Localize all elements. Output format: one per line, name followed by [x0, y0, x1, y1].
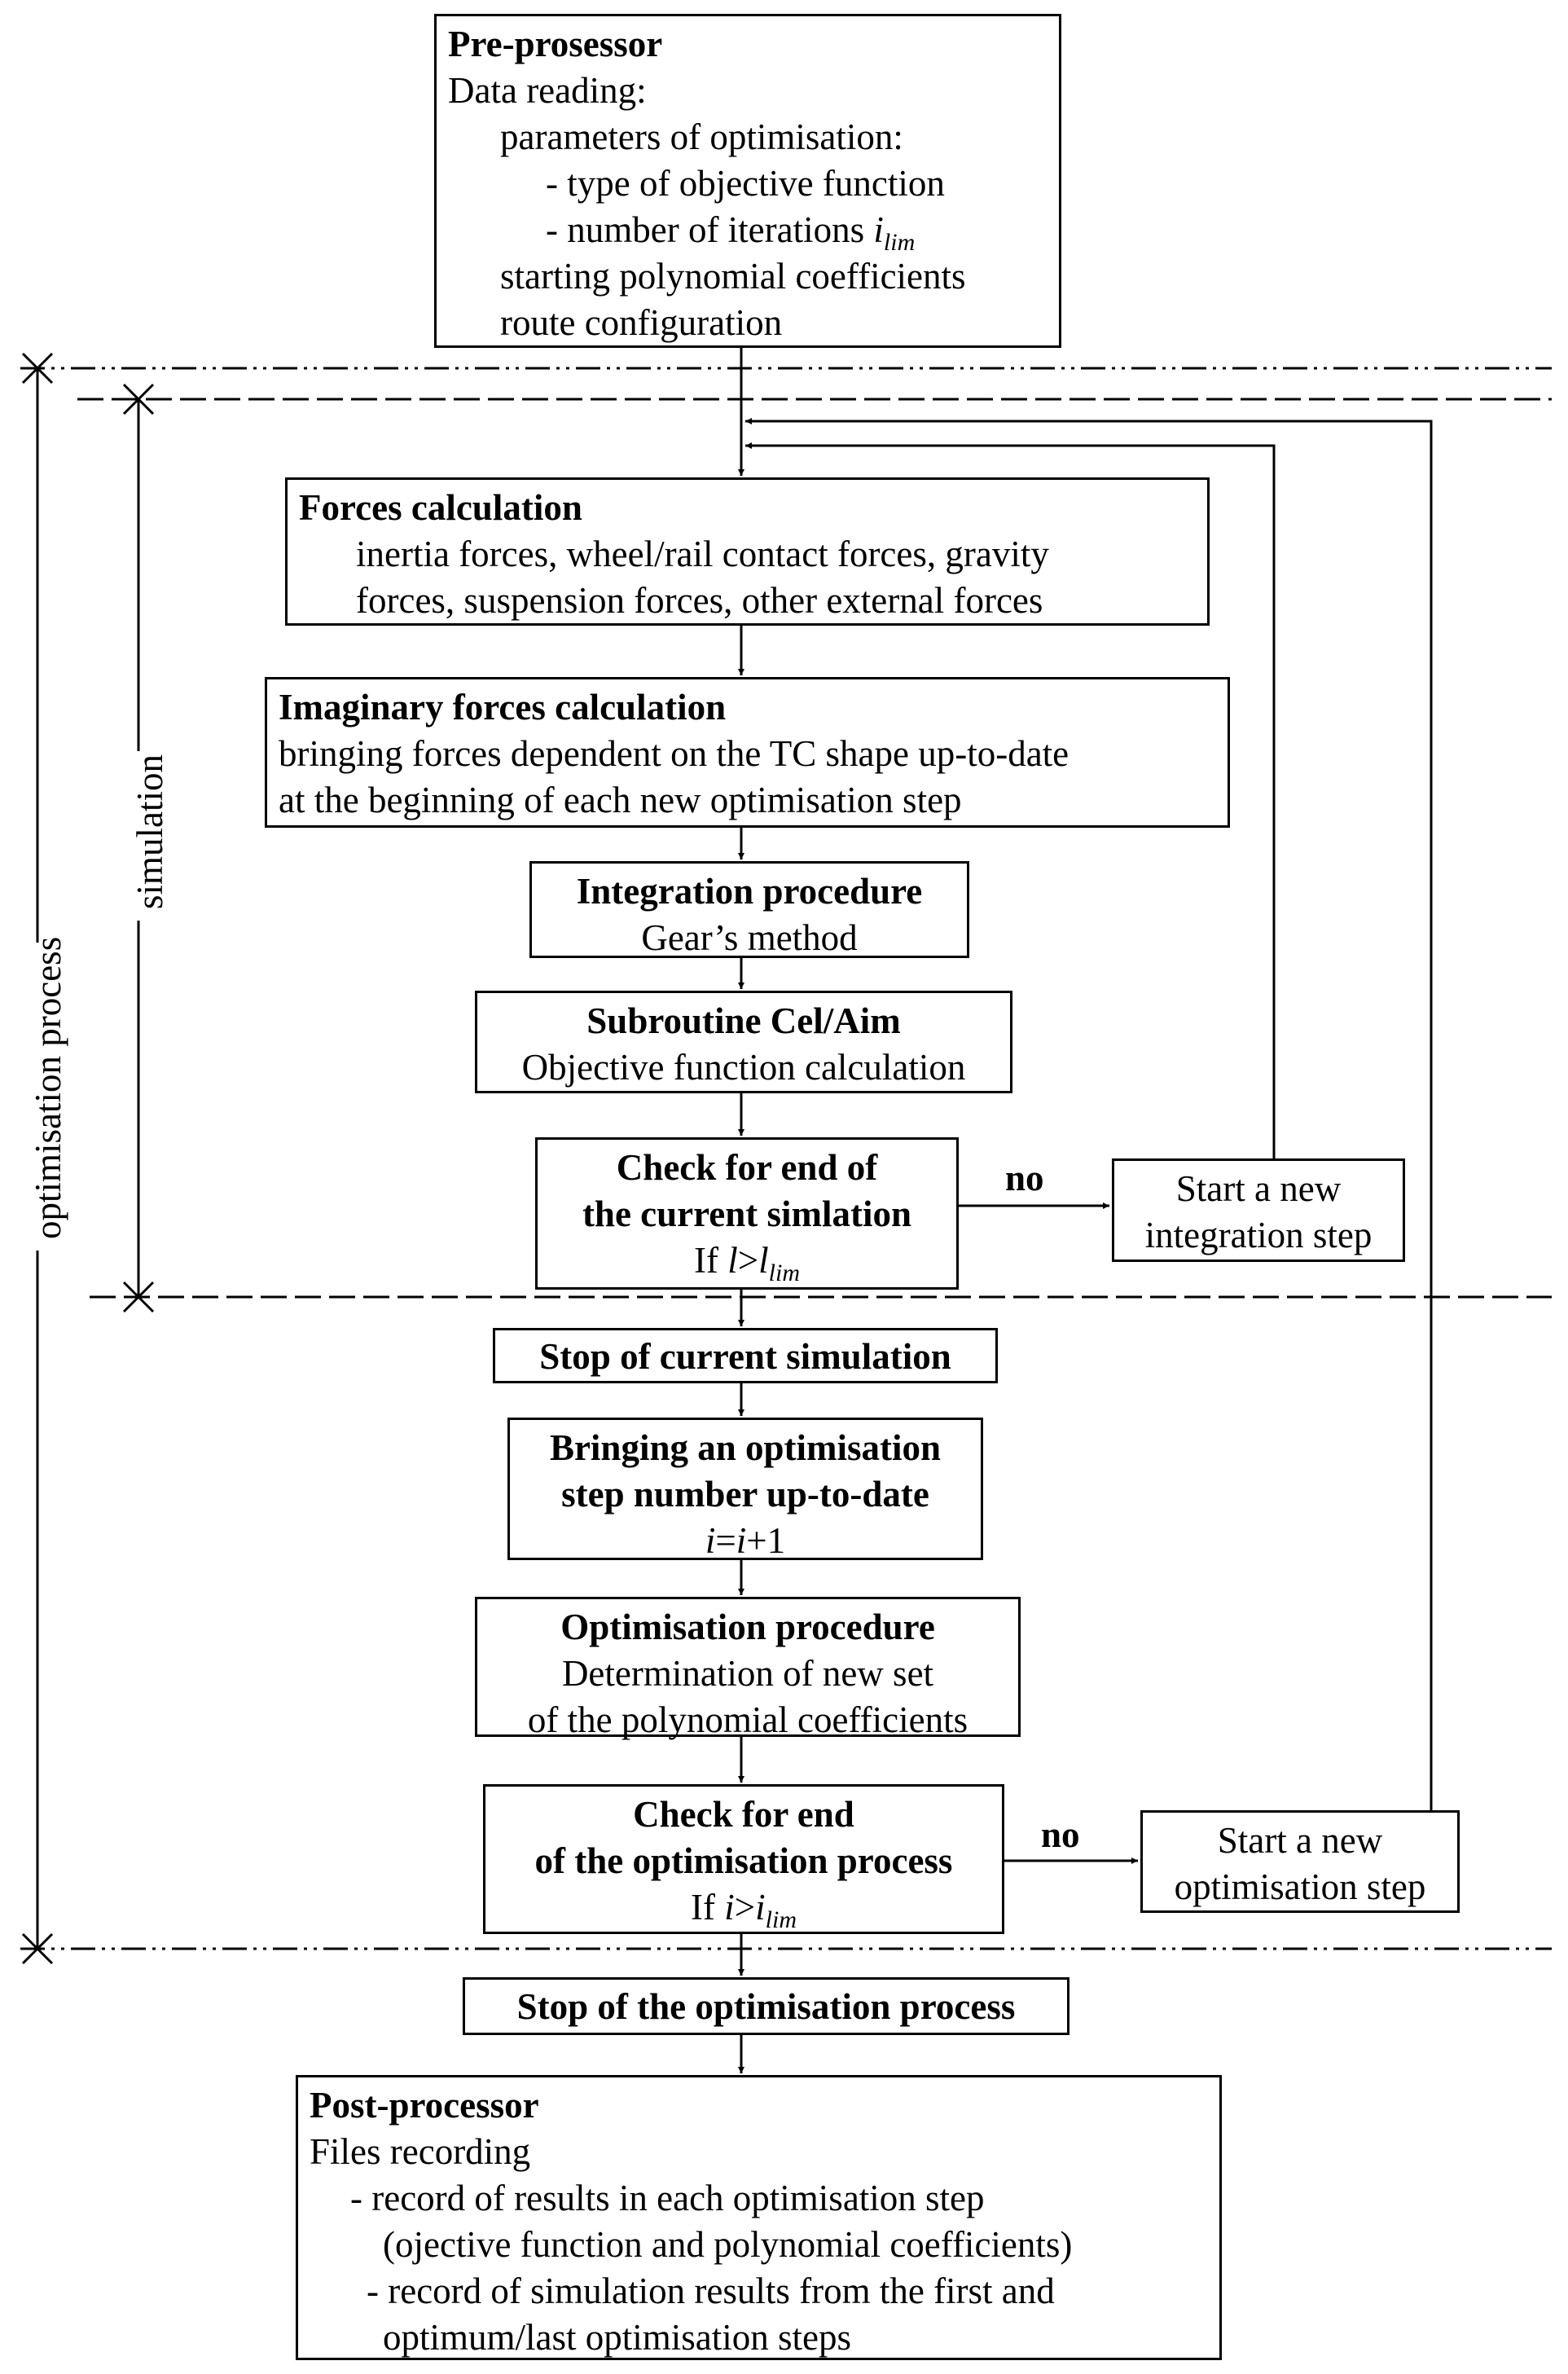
opt-proc-title: Optimisation procedure [560, 1607, 935, 1647]
check-sim-title: Check for end of [616, 1147, 878, 1188]
preprocessor-line: - type of objective function [546, 163, 945, 204]
postprocessor-title: Post-processor [310, 2085, 539, 2126]
new-integration-step-box: Start a new integration step [1112, 1158, 1405, 1262]
check-sim-title: the current simlation [582, 1194, 912, 1234]
bringing-step-box: Bringing an optimisation step number up-… [507, 1418, 983, 1561]
check-simulation-box: Check for end of the current simlation I… [535, 1137, 959, 1290]
opt-proc-line: of the polynomial coefficients [527, 1699, 968, 1740]
check-opt-title: Check for end [633, 1794, 854, 1835]
optimisation-range-label: optimisation process [27, 937, 69, 1251]
new-optimisation-step-box: Start a new optimisation step [1140, 1810, 1460, 1913]
check-opt-condition: If i>ilim [691, 1887, 797, 1933]
imaginary-line: at the beginning of each new optimisatio… [279, 780, 962, 820]
preprocessor-box: Pre-prosessor Data reading: parameters o… [434, 14, 1061, 348]
check-optimisation-box: Check for end of the optimisation proces… [483, 1784, 1004, 1934]
preprocessor-title: Pre-prosessor [448, 24, 663, 64]
new-opt-line: optimisation step [1174, 1866, 1426, 1907]
forces-calculation-box: Forces calculation inertia forces, wheel… [285, 477, 1210, 626]
forces-line: inertia forces, wheel/rail contact force… [356, 534, 1049, 574]
check-sim-condition: If l>llim [694, 1240, 800, 1286]
check-opt-title: of the optimisation process [534, 1840, 953, 1881]
postprocessor-line: - record of results in each optimisation… [350, 2178, 985, 2218]
stop-opt-title: Stop of the optimisation process [516, 1986, 1016, 2027]
stop-simulation-box: Stop of current simulation [493, 1328, 998, 1383]
integration-procedure-box: Integration procedure Gear’s method [529, 861, 969, 958]
preprocessor-line: - number of iterations ilim [546, 209, 916, 256]
optimisation-procedure-box: Optimisation procedure Determination of … [475, 1597, 1021, 1740]
forces-title: Forces calculation [299, 487, 582, 528]
imaginary-line: bringing forces dependent on the TC shap… [279, 733, 1069, 774]
stop-sim-title: Stop of current simulation [539, 1336, 951, 1377]
integration-title: Integration procedure [576, 871, 923, 912]
no-label-optimisation: no [1041, 1814, 1080, 1855]
subroutine-title: Subroutine Cel/Aim [586, 1000, 901, 1041]
postprocessor-line: optimum/last optimisation steps [383, 2317, 852, 2358]
new-integration-line: Start a new [1175, 1168, 1342, 1209]
forces-line: forces, suspension forces, other externa… [356, 580, 1043, 621]
subroutine-line: Objective function calculation [521, 1047, 966, 1088]
postprocessor-box: Post-processor Files recording - record … [296, 2075, 1222, 2360]
bringing-equation: i=i+1 [705, 1520, 786, 1561]
preprocessor-line: Data reading: [448, 70, 647, 111]
new-opt-line: Start a new [1217, 1820, 1383, 1861]
subroutine-box: Subroutine Cel/Aim Objective function ca… [475, 991, 1012, 1093]
integration-line: Gear’s method [641, 917, 858, 958]
bringing-title: step number up-to-date [561, 1474, 929, 1515]
preprocessor-line: route configuration [500, 302, 783, 343]
postprocessor-line: Files recording [310, 2131, 531, 2172]
imaginary-forces-box: Imaginary forces calculation bringing fo… [265, 677, 1230, 828]
stop-optimisation-box: Stop of the optimisation process [463, 1977, 1069, 2035]
bringing-title: Bringing an optimisation [549, 1427, 942, 1468]
postprocessor-line: (ojective function and polynomial coeffi… [383, 2224, 1073, 2265]
no-label-simulation: no [1005, 1158, 1044, 1198]
simulation-range-label: simulation [129, 751, 171, 921]
opt-proc-line: Determination of new set [561, 1653, 934, 1694]
preprocessor-line: parameters of optimisation: [500, 117, 903, 157]
new-integration-line: integration step [1144, 1215, 1373, 1255]
postprocessor-line: - record of simulation results from the … [367, 2271, 1055, 2311]
preprocessor-line: starting polynomial coefficients [500, 256, 966, 297]
imaginary-title: Imaginary forces calculation [279, 687, 727, 728]
